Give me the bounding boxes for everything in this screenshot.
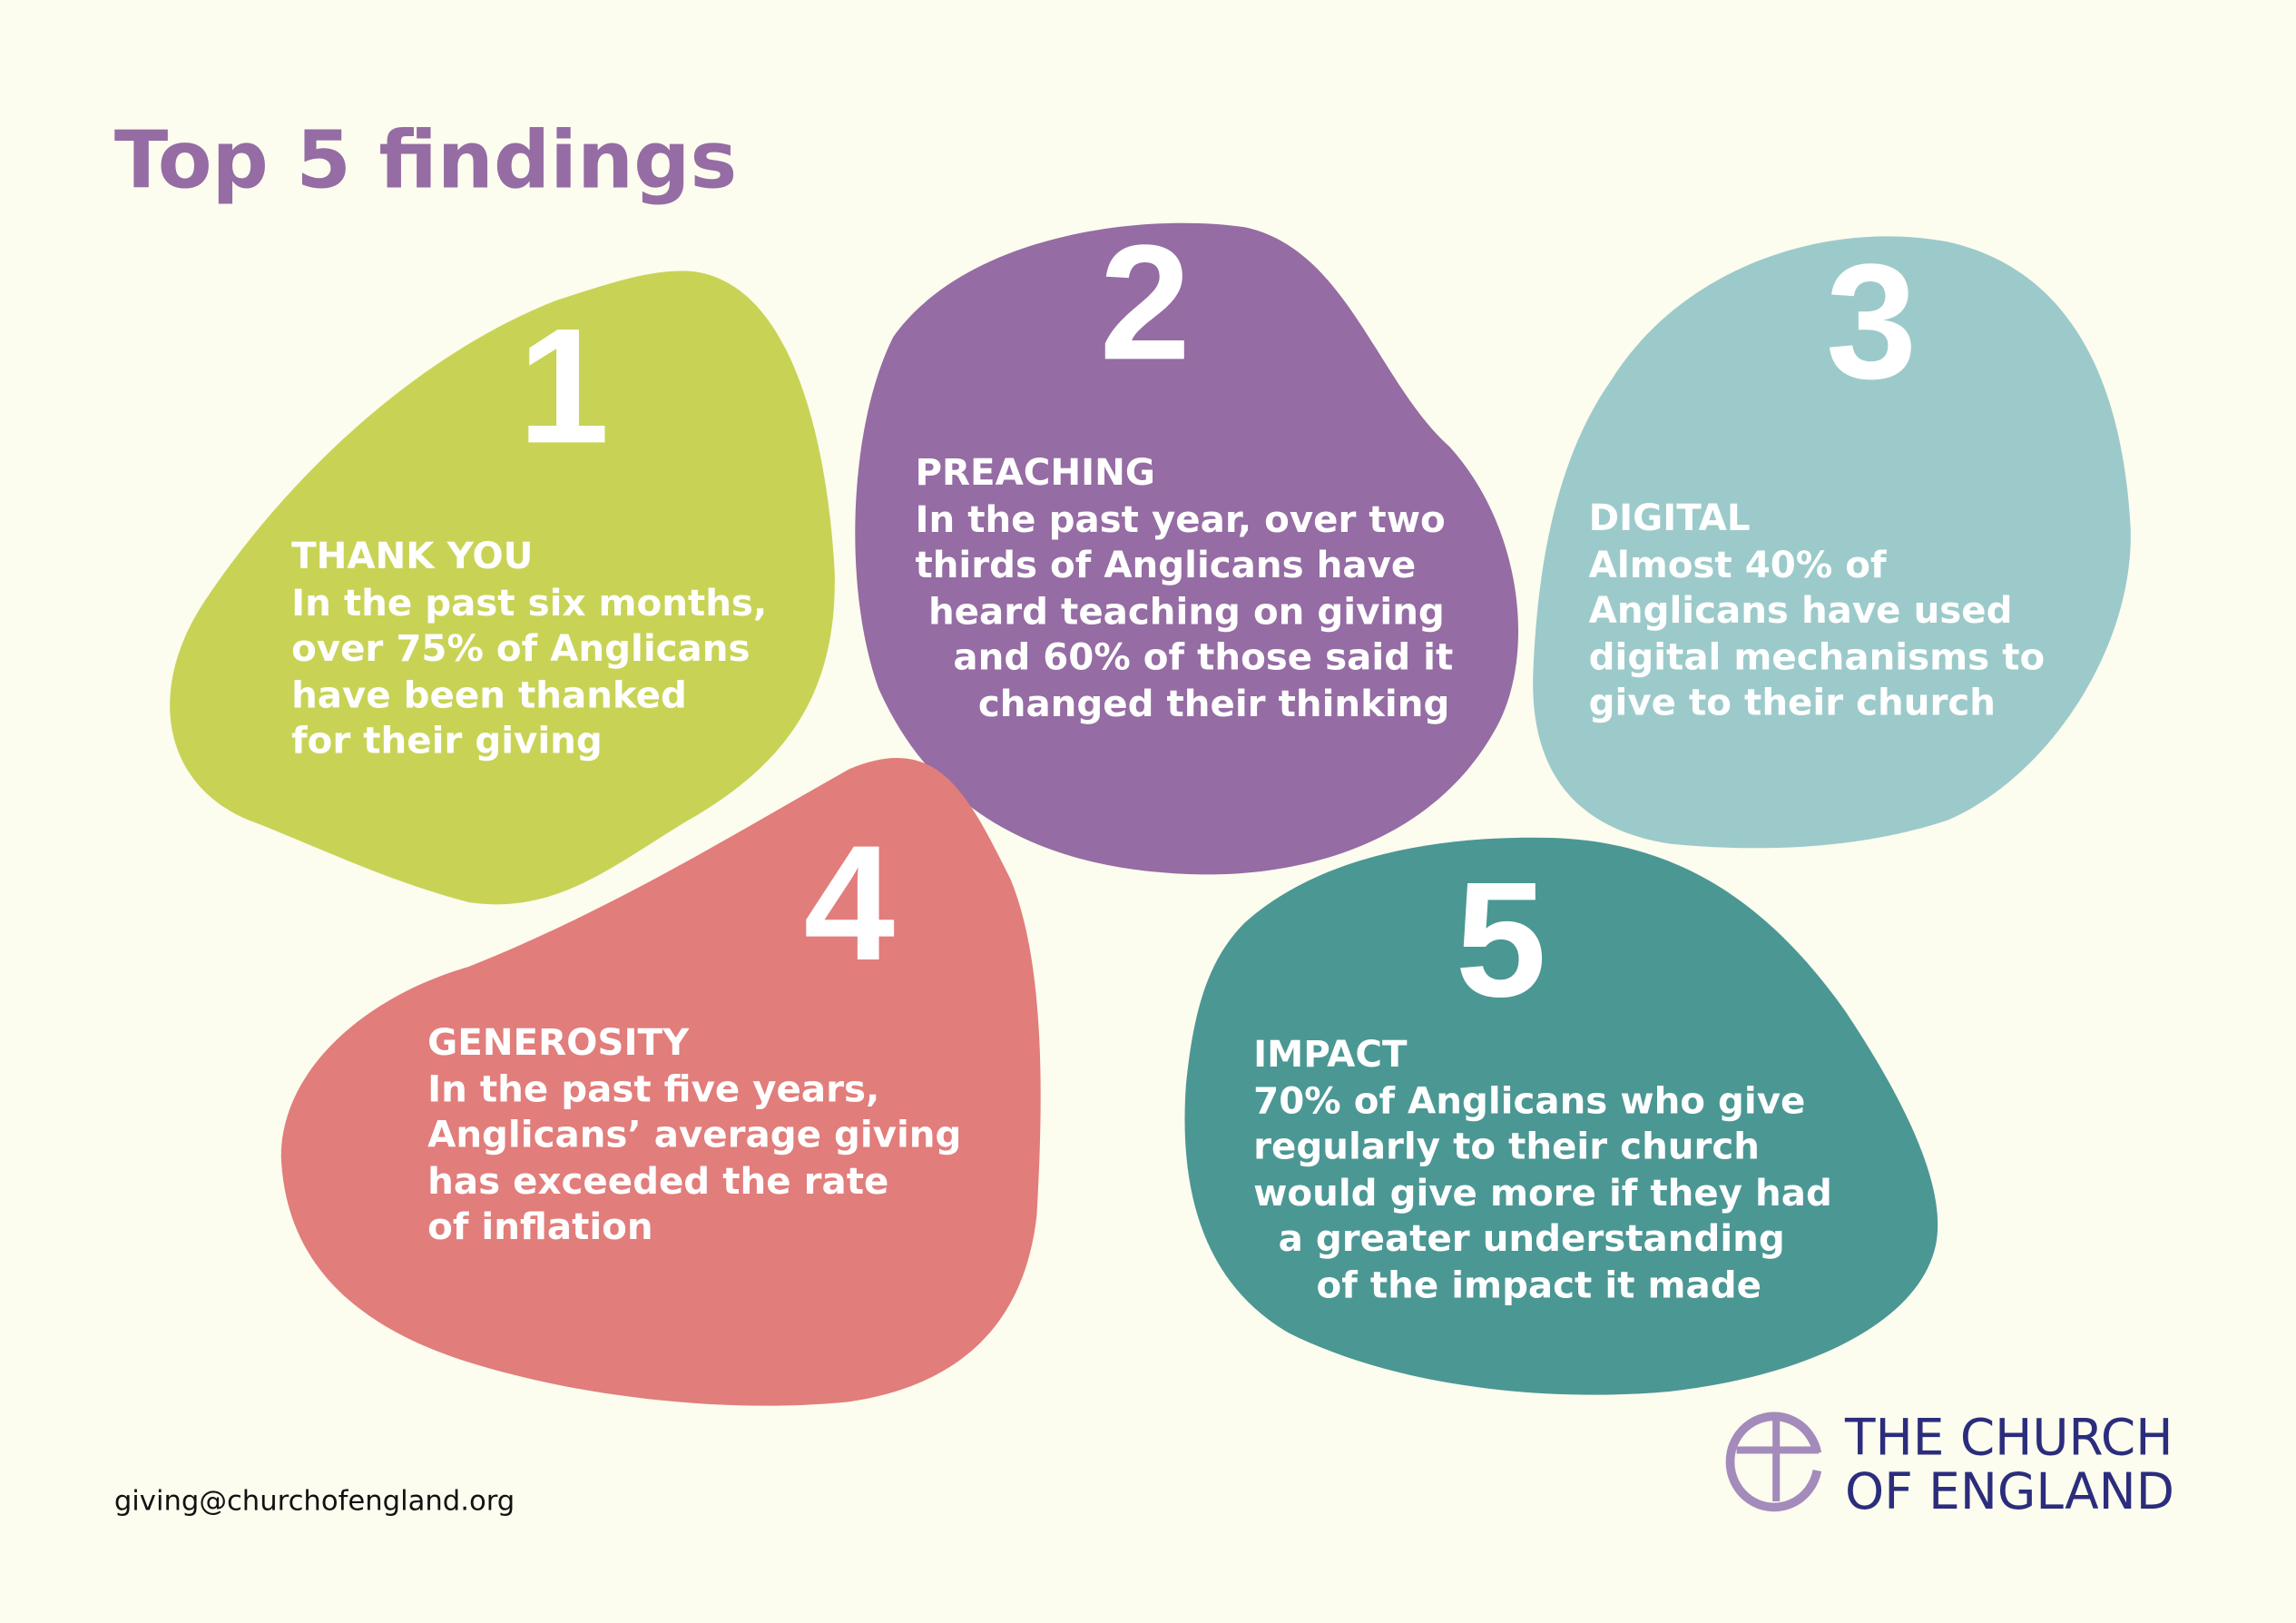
finding-5-text: IMPACT 70% of Anglicans who give regular… — [1253, 1033, 1845, 1307]
finding-3-heading: DIGITAL — [1589, 497, 1751, 539]
finding-2-text: PREACHING In the past year, over two thi… — [915, 451, 1466, 725]
finding-1-text: THANK YOU In the past six months, over 7… — [291, 535, 780, 762]
finding-2: 2 PREACHING In the past year, over two t… — [855, 211, 1519, 875]
cross-logo-icon — [1725, 1412, 1822, 1512]
finding-5-heading: IMPACT — [1253, 1033, 1408, 1076]
finding-5: 5 IMPACT 70% of Anglicans who give regul… — [1184, 837, 1938, 1395]
finding-3-text: DIGITAL Almost 40% of Anglicans have use… — [1589, 497, 2058, 723]
finding-5-blob — [1184, 837, 1938, 1395]
finding-1-number: 1 — [518, 294, 610, 477]
finding-1-heading: THANK YOU — [291, 535, 533, 577]
finding-1-blob — [170, 270, 835, 905]
finding-3-blob — [1533, 236, 2131, 849]
contact-email[interactable]: giving@churchofengland.org — [114, 1486, 515, 1518]
finding-5-number: 5 — [1456, 848, 1547, 1031]
church-of-england-logo: THE CHURCH OF ENGLAND — [1725, 1408, 2174, 1520]
finding-2-heading: PREACHING — [915, 451, 1155, 494]
finding-4-number: 4 — [804, 812, 896, 995]
logo-line-2: OF ENGLAND — [1845, 1462, 2174, 1520]
page-title: Top 5 findings — [114, 114, 737, 207]
finding-1: 1 THANK YOU In the past six months, over… — [170, 270, 835, 905]
finding-4: 4 GENEROSITY In the past five years, Ang… — [280, 757, 1041, 1406]
finding-3: 3 DIGITAL Almost 40% of Anglicans have u… — [1533, 230, 2131, 849]
finding-2-blob — [855, 222, 1519, 875]
finding-4-text: GENEROSITY In the past five years, Angli… — [427, 1021, 974, 1248]
finding-4-blob — [280, 757, 1041, 1406]
logo-line-1: THE CHURCH — [1844, 1408, 2173, 1466]
finding-2-number: 2 — [1100, 211, 1192, 394]
finding-4-heading: GENEROSITY — [427, 1021, 690, 1064]
finding-3-number: 3 — [1826, 230, 1918, 413]
